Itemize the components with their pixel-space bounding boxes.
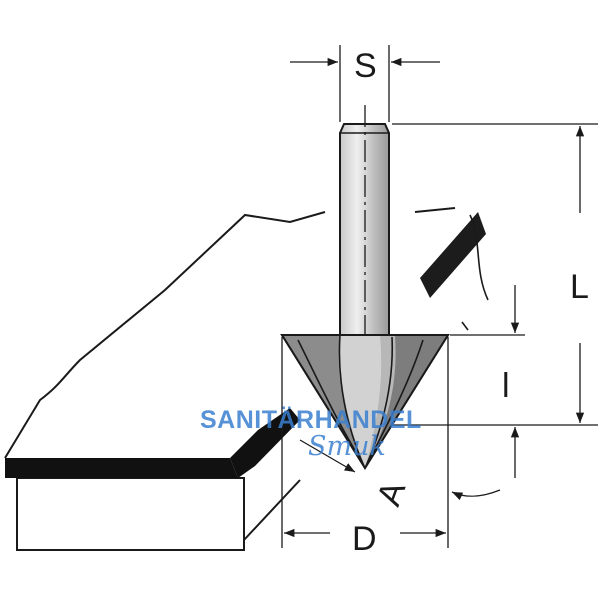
dimension-l xyxy=(392,123,598,426)
cone-highlight xyxy=(339,335,382,468)
watermark-line1: SANITÄRHANDEL xyxy=(200,406,422,434)
dimension-s-label: S xyxy=(354,47,377,85)
dimension-d xyxy=(281,337,449,548)
cone-edge-line-4 xyxy=(367,339,424,463)
dimension-s xyxy=(290,45,440,122)
workpiece-break-right xyxy=(414,207,456,213)
cone-edge-line-2 xyxy=(338,334,365,467)
dimension-angle xyxy=(299,439,501,501)
dimension-l-label: L xyxy=(570,268,589,306)
watermark-line2: Smuk xyxy=(308,431,386,462)
dimension-small-l xyxy=(450,285,525,478)
workpiece-back-edge-band xyxy=(420,212,486,298)
workpiece-side-face xyxy=(243,478,301,550)
workpiece-front-face xyxy=(16,477,245,551)
dimension-d-label: D xyxy=(352,520,377,558)
dimension-angle-label: A xyxy=(370,476,414,511)
router-bit xyxy=(280,105,450,470)
dimension-small-l-label: l xyxy=(502,367,510,405)
workpiece-back-break xyxy=(461,214,489,331)
workpiece-break-outline xyxy=(4,211,326,459)
workpiece-top-edge-band xyxy=(5,458,238,478)
workpiece xyxy=(4,207,456,551)
cone-edge-line-3 xyxy=(365,336,394,467)
